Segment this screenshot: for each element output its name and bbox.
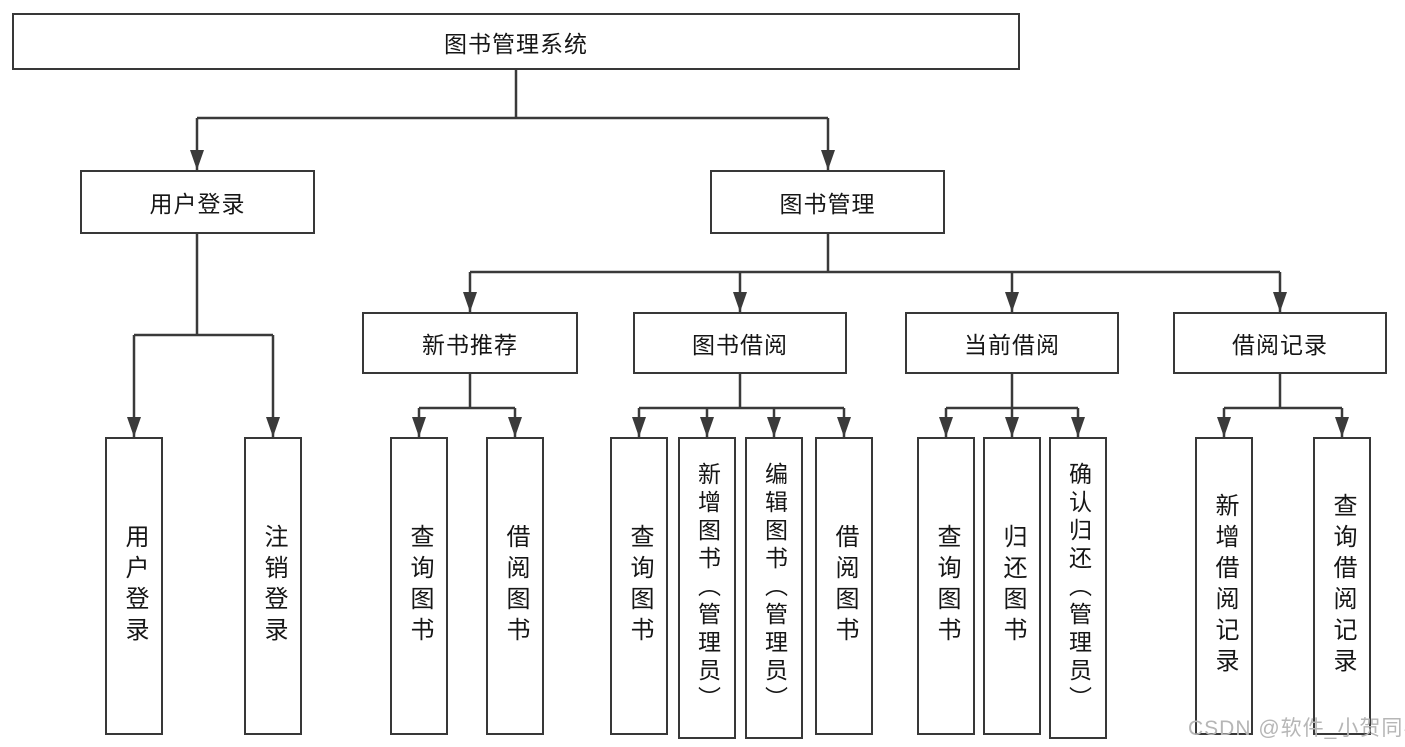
node-current-borrowing: 当前借阅: [905, 312, 1119, 374]
node-label: 用户登录: [121, 524, 148, 648]
node-leaf-add-book-admin: 新增图书（管理员）: [678, 437, 736, 739]
node-label: 新书推荐: [422, 332, 518, 358]
connector-new-rec-children: [412, 374, 522, 437]
node-leaf-return-book: 归还图书: [983, 437, 1041, 735]
node-label: 归还图书: [999, 524, 1026, 648]
node-label: 确认归还（管理员）: [1065, 462, 1092, 714]
node-leaf-query-borrow-record: 查询借阅记录: [1313, 437, 1371, 735]
node-label: 编辑图书（管理员）: [761, 462, 788, 714]
node-leaf-borrow-books-1: 借阅图书: [486, 437, 544, 735]
node-label: 查询图书: [933, 524, 960, 648]
csdn-watermark: CSDN @软件_小贺同学: [1188, 717, 1405, 740]
connector-book-mgmt-children: [463, 234, 1287, 312]
node-label: 借阅图书: [502, 524, 529, 648]
node-label: 新增借阅记录: [1211, 493, 1238, 679]
node-borrowing-records: 借阅记录: [1173, 312, 1387, 374]
node-label: 当前借阅: [964, 332, 1060, 358]
connector-root-to-level2: [190, 70, 835, 170]
node-leaf-edit-book-admin: 编辑图书（管理员）: [745, 437, 803, 739]
node-leaf-query-books-2: 查询图书: [610, 437, 668, 735]
node-book-borrowing: 图书借阅: [633, 312, 847, 374]
node-leaf-confirm-return-admin: 确认归还（管理员）: [1049, 437, 1107, 739]
node-label: 查询借阅记录: [1329, 493, 1356, 679]
node-leaf-logout: 注销登录: [244, 437, 302, 735]
node-library-management-system: 图书管理系统: [12, 13, 1020, 70]
node-label: 借阅图书: [831, 524, 858, 648]
connector-records-children: [1217, 374, 1349, 437]
node-label: 查询图书: [626, 524, 653, 648]
node-leaf-user-login: 用户登录: [105, 437, 163, 735]
node-leaf-borrow-books-2: 借阅图书: [815, 437, 873, 735]
node-user-login: 用户登录: [80, 170, 315, 234]
node-new-book-recommendation: 新书推荐: [362, 312, 578, 374]
node-label: 借阅记录: [1232, 332, 1328, 358]
node-leaf-query-books-1: 查询图书: [390, 437, 448, 735]
node-label: 图书管理: [779, 191, 876, 217]
node-label: 图书管理系统: [444, 30, 588, 57]
node-leaf-add-borrow-record: 新增借阅记录: [1195, 437, 1253, 735]
connector-current-children: [939, 374, 1085, 437]
node-label: 图书借阅: [692, 332, 788, 358]
connector-user-login-children: [127, 234, 280, 437]
node-label: 查询图书: [406, 524, 433, 648]
node-label: 注销登录: [260, 524, 287, 648]
node-leaf-query-books-3: 查询图书: [917, 437, 975, 735]
node-book-management: 图书管理: [710, 170, 945, 234]
connector-borrow-children: [632, 374, 851, 437]
node-label: 新增图书（管理员）: [694, 462, 721, 714]
node-label: 用户登录: [149, 191, 246, 217]
